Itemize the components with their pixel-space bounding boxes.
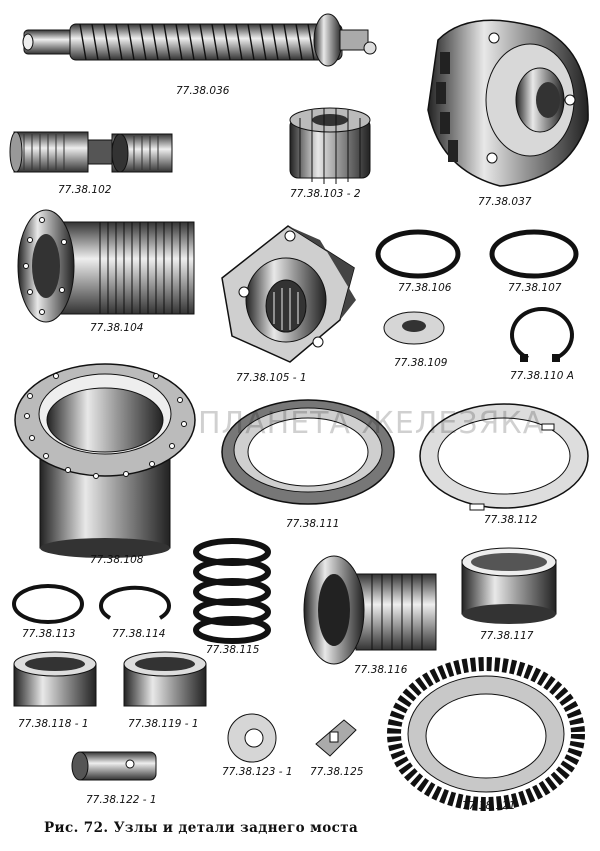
- part-label: 77.38.119 - 1: [128, 718, 199, 730]
- watermark: ПЛАНЕТА ЖЕЛЕЗЯКА: [198, 406, 545, 441]
- part-77-38-114-snap-ring: [99, 585, 171, 620]
- part-77-38-110a-snap-ring: [510, 307, 574, 362]
- part-label: 77.38.112: [484, 514, 538, 526]
- part-77-38-121-bevel-gear-ring: [387, 657, 585, 811]
- part-77-38-106-ring: [375, 229, 461, 279]
- part-label: 77.38.108: [90, 554, 144, 566]
- part-77-38-104-splined-sleeve: [17, 209, 195, 323]
- part-label: 77.38.114: [112, 628, 166, 640]
- part-label: 77.38.110 A: [510, 370, 574, 382]
- part-77-38-122-1-pin: [71, 751, 157, 781]
- part-label: 77.38.103 - 2: [290, 188, 361, 200]
- part-label: 77.38.122 - 1: [86, 794, 157, 806]
- part-77-38-036-spring-shaft: [22, 13, 377, 67]
- part-77-38-119-1-bearing-ring: [123, 651, 207, 707]
- part-label: 77.38.109: [394, 357, 448, 369]
- part-77-38-113-ring: [12, 584, 84, 624]
- part-label: 77.38.111: [286, 518, 340, 530]
- part-label: 77.38.116: [354, 664, 408, 676]
- part-77-38-108-ring-gear-housing: [14, 363, 196, 558]
- part-77-38-107-ring: [489, 229, 579, 279]
- part-77-38-123-1-washer: [227, 713, 277, 763]
- part-label: 77.38.107: [508, 282, 562, 294]
- part-label: 77.38.036: [176, 85, 230, 97]
- part-77-38-112-thrust-washer: [419, 403, 589, 511]
- part-label: 77.38.102: [58, 184, 112, 196]
- part-77-38-125-lock-plate: [315, 719, 357, 757]
- part-label: 77.38.117: [480, 630, 534, 642]
- part-77-38-117-bushing: [461, 547, 557, 624]
- part-label: 77.38.113: [22, 628, 76, 640]
- part-label: 77.38.106: [398, 282, 452, 294]
- part-label: 77.38.115: [206, 644, 260, 656]
- part-77-38-109-washer: [383, 311, 445, 345]
- part-77-38-102-splined-shaft: [9, 131, 173, 173]
- part-label: 77.38.118 - 1: [18, 718, 89, 730]
- part-label: 77.38.104: [90, 322, 144, 334]
- part-77-38-103-2-gear: [289, 107, 371, 184]
- part-77-38-111-bevel-ring: [221, 399, 395, 505]
- part-77-38-118-1-bearing-ring: [13, 651, 97, 707]
- part-label: 77.38.125: [310, 766, 364, 778]
- part-77-38-115-coil-spring: [193, 538, 271, 644]
- part-label: 77.38.121: [462, 800, 516, 812]
- part-77-38-037-differential-housing: [427, 19, 589, 187]
- part-77-38-116-splined-hub: [303, 555, 437, 665]
- figure-caption: Рис. 72. Узлы и детали заднего моста: [44, 820, 359, 836]
- part-label: 77.38.123 - 1: [222, 766, 293, 778]
- part-77-38-105-1-flange-housing: [221, 225, 356, 363]
- part-label: 77.38.037: [478, 196, 532, 208]
- part-label: 77.38.105 - 1: [236, 372, 307, 384]
